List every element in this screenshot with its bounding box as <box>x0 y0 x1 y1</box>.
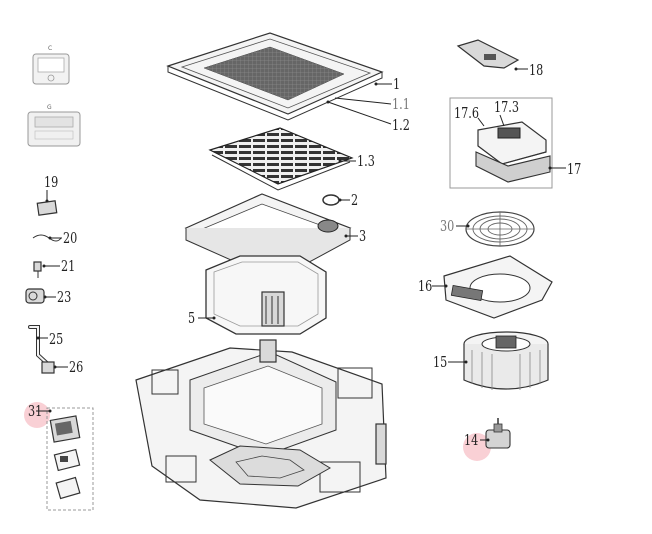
callout-1: 1 <box>393 77 400 94</box>
callout-17: 17 <box>567 162 581 179</box>
callout-21: 21 <box>61 259 75 276</box>
callout-26: 26 <box>69 360 83 377</box>
callout-1-3: 1.3 <box>357 154 375 171</box>
part-19: 19 <box>36 175 58 216</box>
remote-controller-letter: G <box>47 104 52 111</box>
part-5-heat-exchanger <box>205 255 327 335</box>
highlight-31 <box>24 402 50 428</box>
callout-23: 23 <box>57 290 71 307</box>
part-20: 20 <box>32 231 77 248</box>
wired-controller-letter: C <box>48 45 52 52</box>
callout-31: 31 <box>28 404 42 421</box>
callout-15: 15 <box>433 355 447 372</box>
callout-1-1: 1.1 <box>392 97 410 114</box>
part-18 <box>456 39 520 69</box>
part-21: 21 <box>33 259 75 278</box>
part-3-frame <box>184 193 352 281</box>
callout-1-2: 1.2 <box>392 118 410 135</box>
part-23: 23 <box>25 288 71 307</box>
part-15-fan <box>463 331 549 390</box>
callout-5: 5 <box>188 311 195 328</box>
callout-2: 2 <box>351 193 358 210</box>
part-31: 31 <box>24 402 94 511</box>
callout-19: 19 <box>44 175 58 192</box>
part-16-bell-mouth <box>443 255 553 319</box>
callout-14: 14 <box>464 433 478 450</box>
callout-25: 25 <box>49 332 63 349</box>
part-17-electric-box <box>449 97 553 189</box>
unit-chassis <box>135 339 387 509</box>
part-1-3-filter <box>208 127 354 191</box>
callout-17-6: 17.6 <box>454 106 479 123</box>
callout-18: 18 <box>529 63 543 80</box>
callout-3: 3 <box>359 229 366 246</box>
part-1-front-panel <box>166 32 384 121</box>
callout-17-3: 17.3 <box>494 100 519 117</box>
remote-controller: G <box>27 104 81 147</box>
part-26: 26 <box>41 360 83 377</box>
part-30-grille <box>465 211 535 247</box>
callout-16: 16 <box>418 279 432 296</box>
part-25: 25 <box>28 325 63 368</box>
callout-20: 20 <box>63 231 77 248</box>
wired-controller: C <box>32 45 70 85</box>
callout-30: 30 <box>440 219 454 236</box>
